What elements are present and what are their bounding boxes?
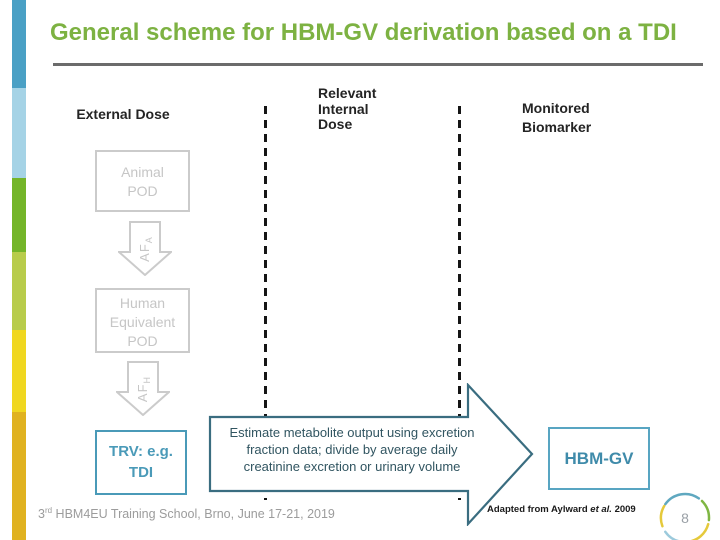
citation-text: Adapted from Aylward et al. 2009 (487, 504, 636, 515)
column-header-monitored-biomarker: Monitored Biomarker (522, 100, 592, 135)
column-header-relevant-internal-dose: Relevant Internal Dose (318, 85, 377, 132)
sidebar-segment-yellowgreen (12, 252, 26, 330)
sidebar-segment-green (12, 178, 26, 252)
af-h-label: AFH (135, 369, 152, 409)
af-h-subscript: H (142, 375, 152, 384)
column-header-external-dose: External Dose (76, 106, 170, 122)
sidebar-color-bar (12, 0, 26, 540)
citation-prefix: Adapted from Aylward (487, 504, 591, 515)
right-block-arrow-icon (208, 383, 534, 526)
sidebar-segment-yellow (12, 330, 26, 412)
page-number: 8 (681, 510, 689, 526)
trv-tdi-box: TRV: e.g. TDI (95, 430, 187, 495)
hbm-gv-box: HBM-GV (548, 427, 650, 490)
sidebar-segment-lightblue (12, 88, 26, 178)
event-ordinal-suffix: rd (44, 506, 53, 515)
sidebar-segment-blue (12, 0, 26, 88)
event-name: HBM4EU Training School, Brno, June 17-21… (52, 507, 335, 522)
circle-logo-icon (659, 492, 711, 540)
estimate-metabolite-note: Estimate metabolite output using excreti… (229, 425, 475, 474)
slide-title: General scheme for HBM-GV derivation bas… (50, 19, 677, 46)
af-h-base: AF (135, 383, 150, 403)
down-arrow-icon (118, 221, 172, 276)
page-number-badge: 8 (659, 492, 711, 540)
citation-year: 2009 (611, 504, 636, 515)
down-arrow-icon (116, 361, 170, 416)
af-a-label: AFA (137, 229, 154, 269)
title-divider (53, 63, 703, 66)
footer-event-text: 3rd HBM4EU Training School, Brno, June 1… (38, 506, 335, 521)
human-equivalent-pod-box: Human Equivalent POD (95, 288, 190, 353)
af-a-subscript: A (144, 236, 154, 244)
dashed-divider-right (458, 106, 461, 500)
citation-etal: et al. (590, 504, 612, 515)
sidebar-segment-gold (12, 412, 26, 540)
dashed-divider-left (264, 106, 267, 500)
af-a-base: AF (137, 243, 152, 262)
animal-pod-box: Animal POD (95, 150, 190, 212)
event-number: 3 (38, 507, 45, 522)
